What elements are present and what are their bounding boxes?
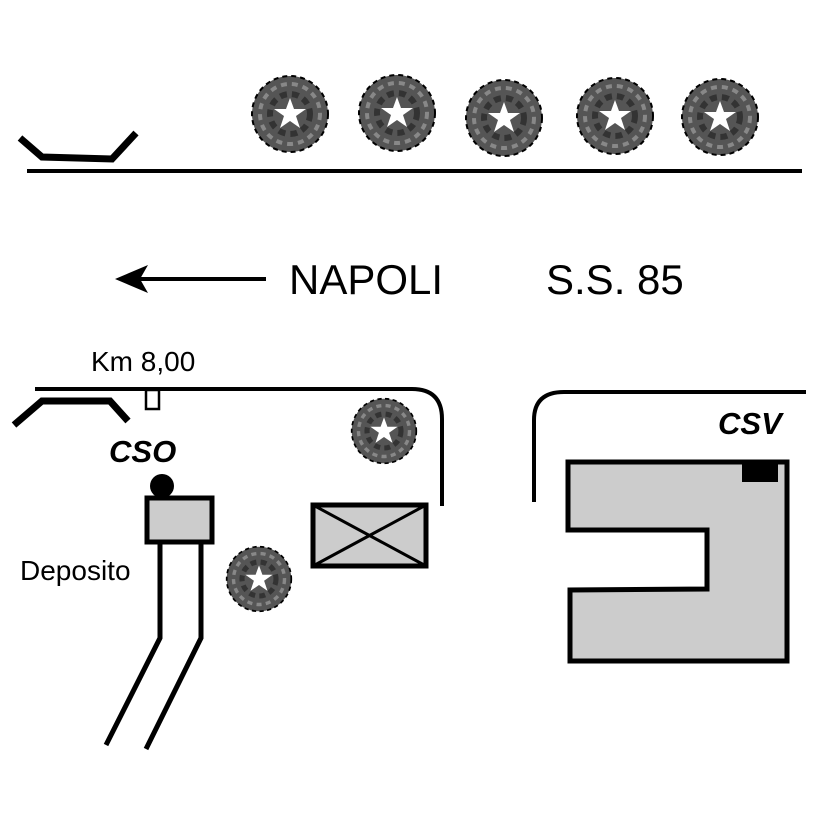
storage-x-icon [310, 502, 429, 569]
tree-icon [359, 75, 435, 151]
km-marker-label: Km 8,00 [91, 346, 196, 377]
road-label: S.S. 85 [546, 256, 684, 303]
curb-bottom-left [11, 397, 131, 428]
access-road [103, 542, 204, 751]
curb-top-left [17, 130, 139, 163]
direction-label: NAPOLI [289, 256, 444, 303]
road-edge-left [35, 387, 444, 506]
left-site-label: CSO [109, 434, 177, 469]
deposit-label: Deposito [20, 555, 131, 586]
csv-building [565, 459, 790, 664]
tree-icon [682, 79, 758, 155]
tree-icon [352, 399, 417, 464]
tree-icon [252, 76, 328, 152]
tree-icon [577, 78, 653, 154]
csv-building-annex [742, 462, 778, 482]
arrow-left-icon [115, 265, 266, 293]
tree-icon [227, 547, 292, 612]
right-site-label: CSV [718, 406, 782, 441]
km-marker-post [144, 388, 161, 411]
road-edge-right [532, 390, 806, 502]
point-marker-icon [150, 474, 174, 498]
tree-icon [466, 80, 542, 156]
deposit-building [144, 495, 215, 545]
